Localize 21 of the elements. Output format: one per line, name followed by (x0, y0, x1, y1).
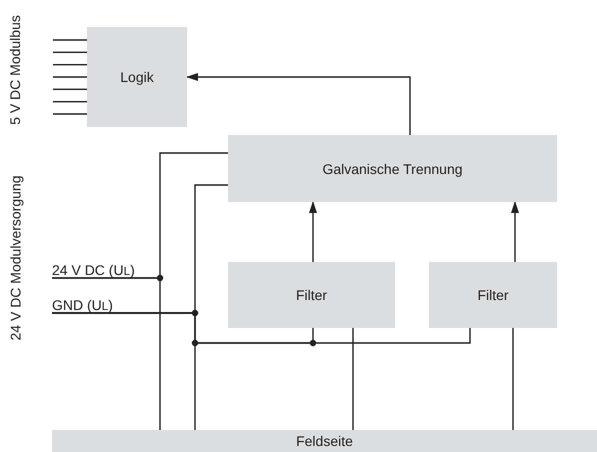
bus-line (53, 76, 87, 78)
connection-line (512, 328, 514, 430)
bus-line (53, 39, 87, 41)
connection-line (52, 312, 471, 344)
arrow (186, 73, 411, 135)
bus-line (53, 113, 87, 115)
bus-line (53, 52, 87, 54)
side-label: 5 V DC Modulbus (6, 15, 23, 125)
side-label: 24 V DC Modulversorgung (7, 176, 23, 340)
logic-block: Logik (87, 27, 187, 127)
isolation-block: Galvanische Trennung (228, 135, 557, 202)
connection-line (352, 328, 354, 430)
connection-line (52, 277, 161, 430)
bus-line (53, 64, 87, 66)
bus-line (53, 100, 87, 102)
arrow (511, 201, 519, 262)
bus-line (53, 88, 87, 90)
arrow (309, 201, 317, 262)
filter-block: Filter (429, 262, 557, 328)
field-side-bar: Feldseite (52, 430, 597, 452)
filter-block: Filter (228, 262, 395, 328)
